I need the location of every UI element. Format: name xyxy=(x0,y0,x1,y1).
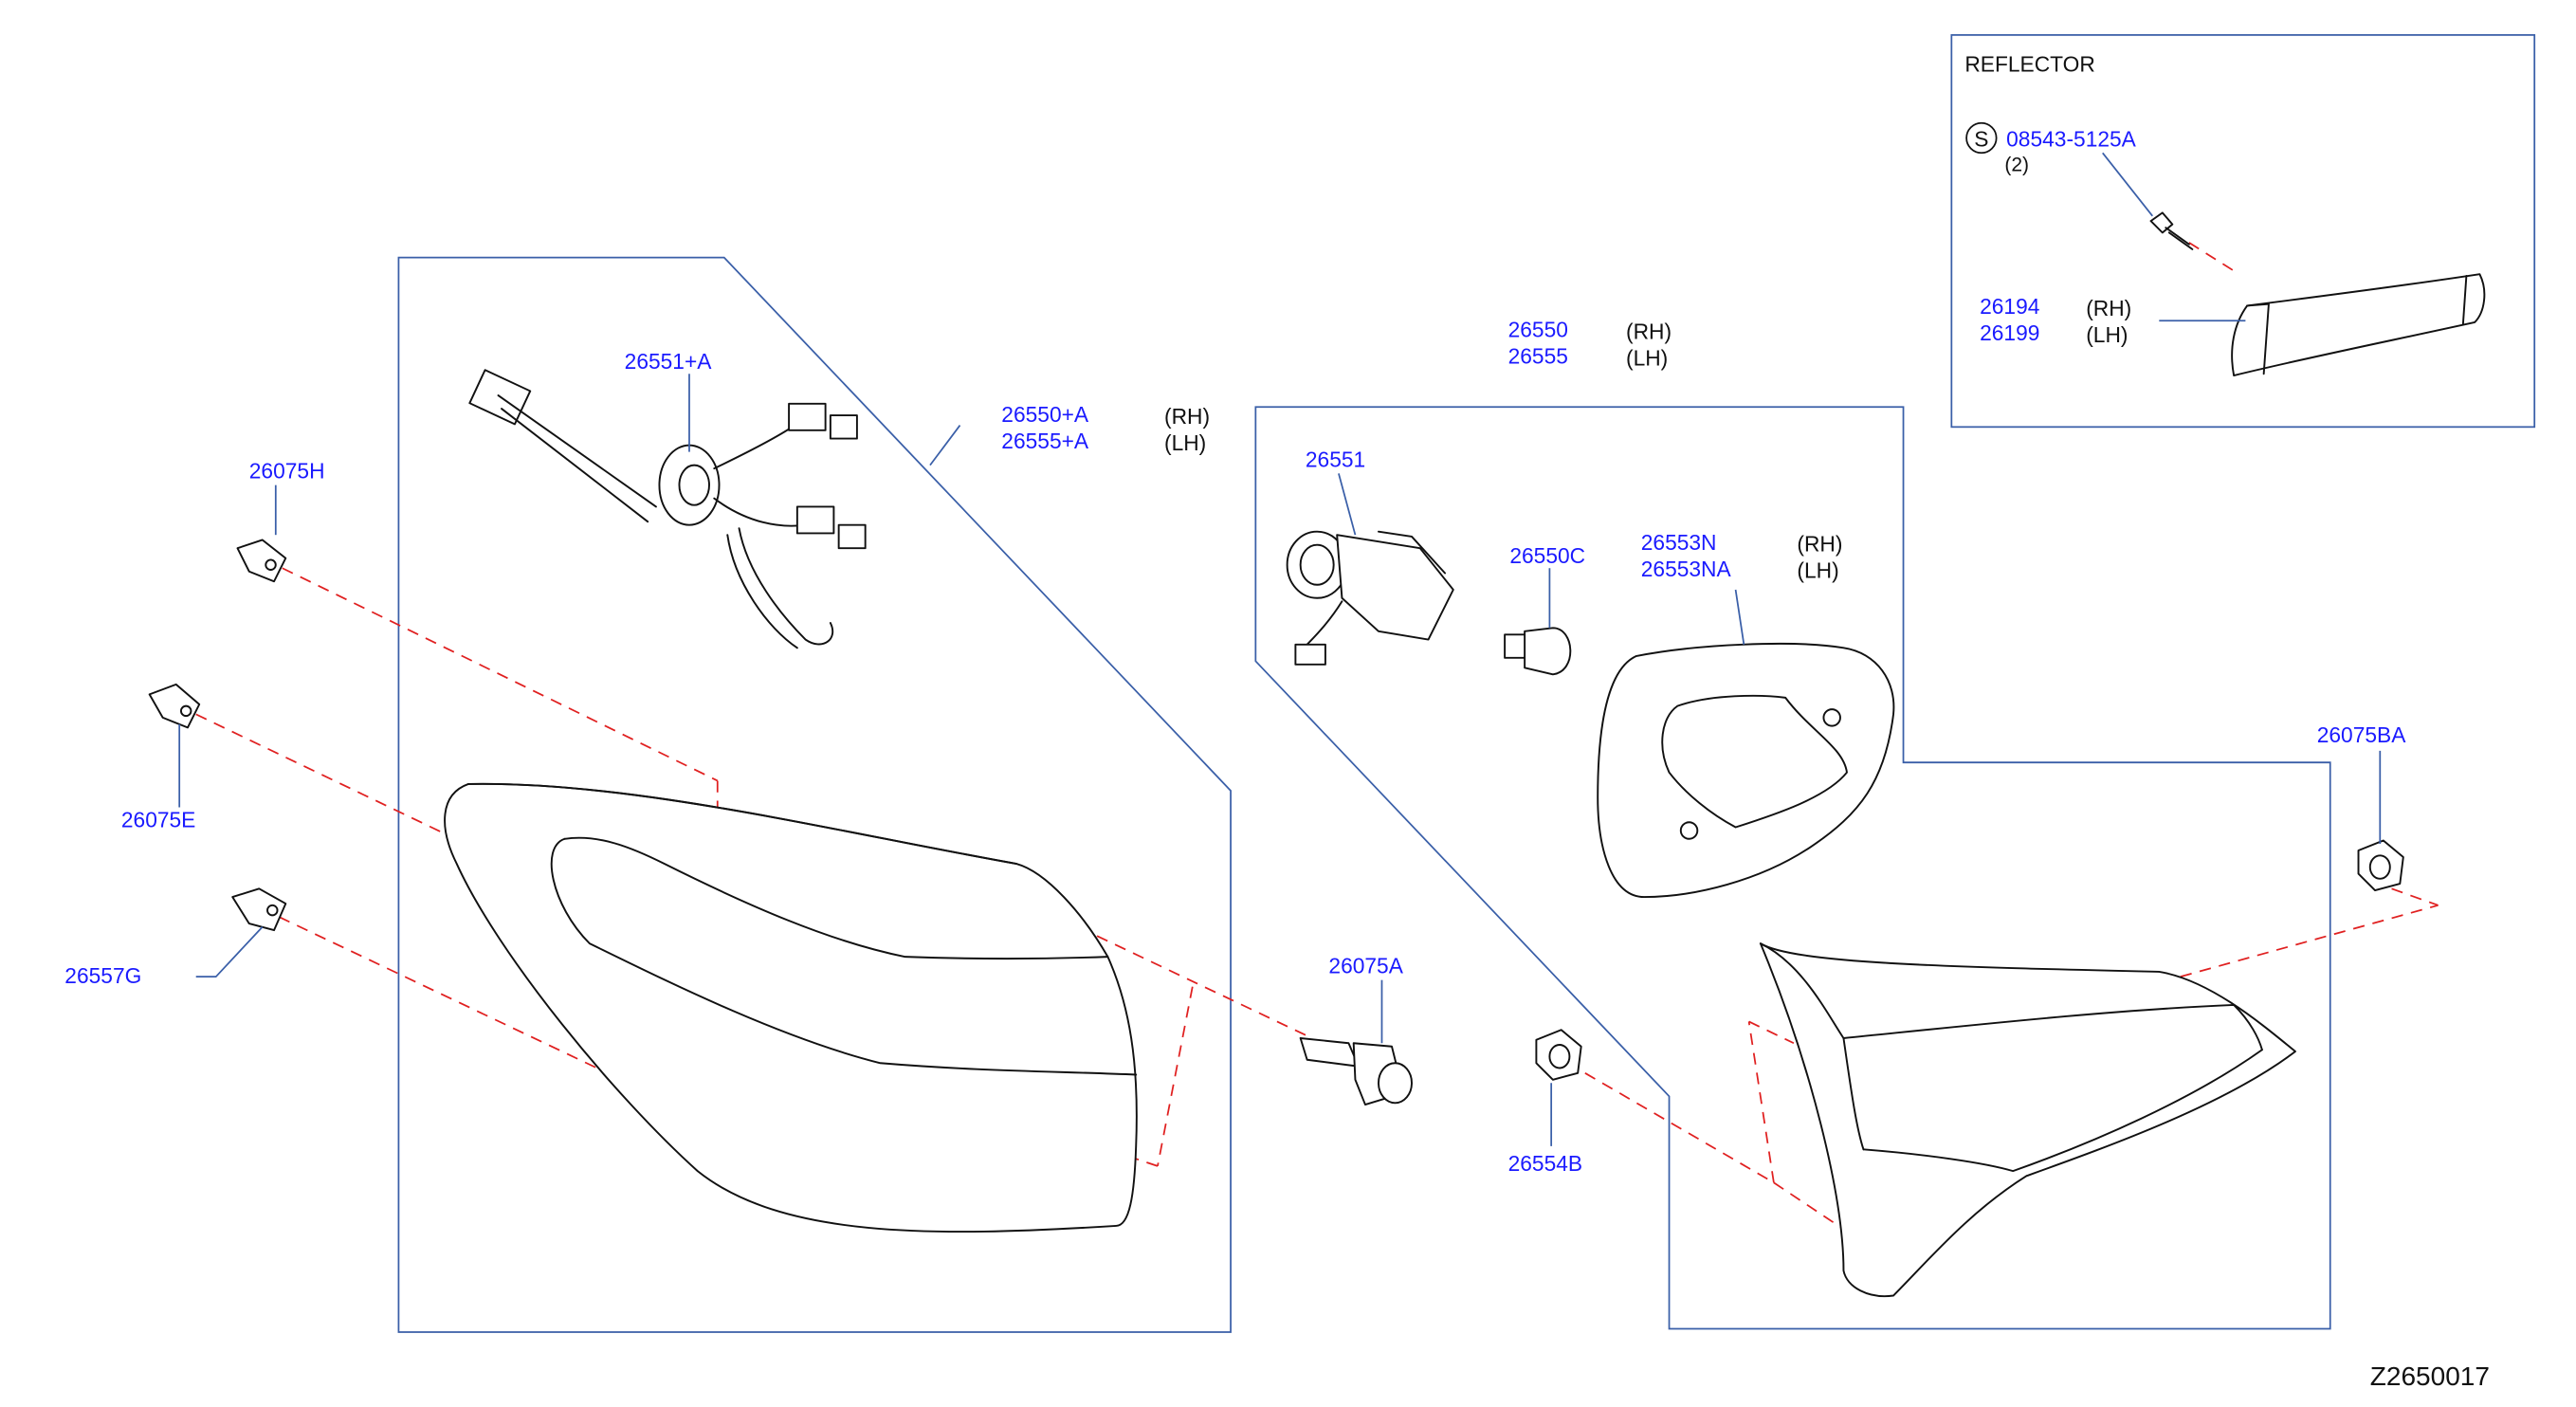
reflector-part[interactable] xyxy=(2231,273,2486,376)
leader-lines xyxy=(178,152,2382,1146)
bolt[interactable] xyxy=(1299,1037,1413,1106)
clip-e-part-number[interactable]: 26075E xyxy=(121,808,195,832)
clip-h-part-number[interactable]: 26075H xyxy=(249,459,325,484)
outer-wire-harness[interactable] xyxy=(468,369,867,649)
gasket-part-rh[interactable]: 26553N xyxy=(1641,530,1717,555)
bolt-part-number[interactable]: 26075A xyxy=(1328,954,1403,978)
outer-assy-part-rh[interactable]: 26550+A xyxy=(1001,402,1089,427)
nut-b-part-number[interactable]: 26554B xyxy=(1508,1151,1583,1176)
socket-part-number[interactable]: 26551 xyxy=(1306,447,1365,471)
inner-assy-part-rh[interactable]: 26550 xyxy=(1508,318,1568,342)
nut-26075ba[interactable] xyxy=(2357,839,2404,892)
reflector-side-lh: (LH) xyxy=(2086,322,2128,347)
screw-quantity: (2) xyxy=(2004,155,2029,176)
reflector-side-rh: (RH) xyxy=(2086,296,2131,320)
outer-lamp-frame xyxy=(397,256,1232,1333)
clip-26075h[interactable] xyxy=(236,539,287,583)
reflector-part-rh[interactable]: 26194 xyxy=(1980,294,2039,319)
inner-assy-side-rh: (RH) xyxy=(1626,319,1672,343)
gasket[interactable] xyxy=(1597,643,1895,899)
clip-26557g[interactable] xyxy=(231,887,287,932)
harness-part-number[interactable]: 26551+A xyxy=(625,349,713,374)
gasket-side-rh: (RH) xyxy=(1797,532,1842,557)
outer-assy-side-rh: (RH) xyxy=(1164,404,1210,429)
reflector-screw[interactable] xyxy=(2149,211,2194,250)
inner-assy-side-lh: (LH) xyxy=(1626,346,1668,371)
gasket-part-lh[interactable]: 26553NA xyxy=(1641,557,1732,581)
inner-lamp-frame xyxy=(1254,406,2331,1330)
inner-assy-part-lh[interactable]: 26555 xyxy=(1508,344,1568,369)
reflector-frame xyxy=(1950,34,2536,429)
outer-assy-side-lh: (LH) xyxy=(1164,430,1206,455)
nut-26554b[interactable] xyxy=(1535,1029,1582,1081)
outer-assy-part-lh[interactable]: 26555+A xyxy=(1001,429,1089,453)
reflector-title: REFLECTOR xyxy=(1964,51,2094,76)
reflector-part-lh[interactable]: 26199 xyxy=(1980,320,2039,345)
bulb-part-number[interactable]: 26550C xyxy=(1509,543,1585,568)
nut-ba-part-number[interactable]: 26075BA xyxy=(2317,722,2406,747)
outer-lamp-lens[interactable] xyxy=(444,782,1138,1233)
clip-g-part-number[interactable]: 26557G xyxy=(64,963,141,988)
screw-symbol-circle xyxy=(1965,121,1998,155)
screw-symbol: S xyxy=(1974,126,1988,151)
socket-assembly[interactable] xyxy=(1286,530,1454,666)
inner-lamp-housing[interactable] xyxy=(1759,942,2296,1298)
figure-code: Z2650017 xyxy=(2370,1361,2490,1391)
gasket-side-lh: (LH) xyxy=(1797,558,1838,583)
bulb[interactable] xyxy=(1504,627,1572,676)
clip-26075e[interactable] xyxy=(148,683,201,729)
screw-part-number[interactable]: 08543-5125A xyxy=(2006,126,2137,151)
